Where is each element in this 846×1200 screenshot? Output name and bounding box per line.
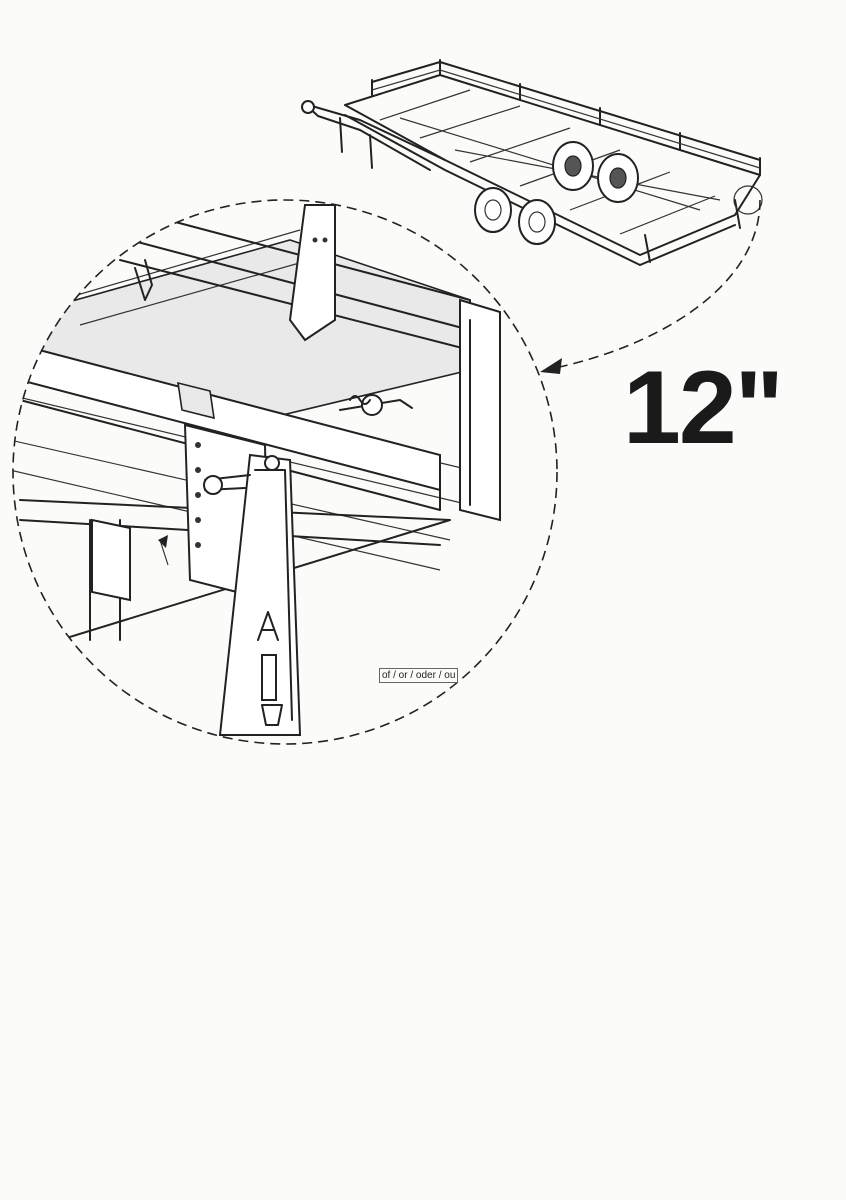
trailer-wheels xyxy=(474,141,639,245)
detail-loupe-support-leg xyxy=(12,199,558,745)
alternative-label: of / or / oder / ou xyxy=(379,668,459,683)
trailer-overview-illustration xyxy=(301,59,763,266)
measurement-label: 12" xyxy=(623,350,784,466)
